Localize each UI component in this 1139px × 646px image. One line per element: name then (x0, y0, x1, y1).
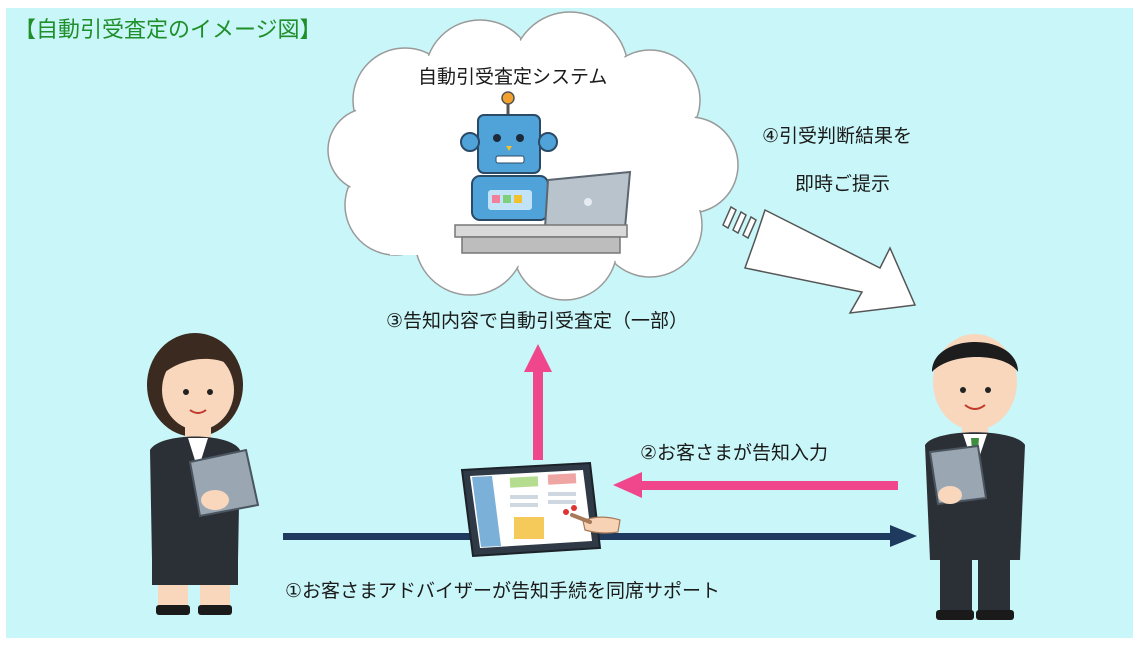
woman-advisor-icon (147, 333, 260, 615)
diagram-title: 【自動引受査定のイメージ図】 (14, 18, 322, 43)
step4-label-line2: 即時ご提示 (795, 173, 891, 195)
pink-arrow-left (613, 472, 898, 498)
step4-label-line1: ④引受判断結果を (762, 125, 913, 147)
system-label: 自動引受査定システム (418, 66, 608, 88)
result-arrow (722, 205, 917, 314)
robot-icon (460, 91, 558, 221)
step3-label: ③告知内容で自動引受査定（一部） (386, 310, 689, 332)
desk-icon (454, 224, 628, 254)
man-customer-icon (925, 334, 1025, 620)
tablet-icon (460, 461, 621, 558)
laptop-icon (543, 170, 632, 229)
step1-label: ①お客さまアドバイザーが告知手続を同席サポート (285, 580, 721, 602)
step2-label: ②お客さまが告知入力 (640, 442, 829, 464)
pink-arrow-up (524, 344, 552, 460)
